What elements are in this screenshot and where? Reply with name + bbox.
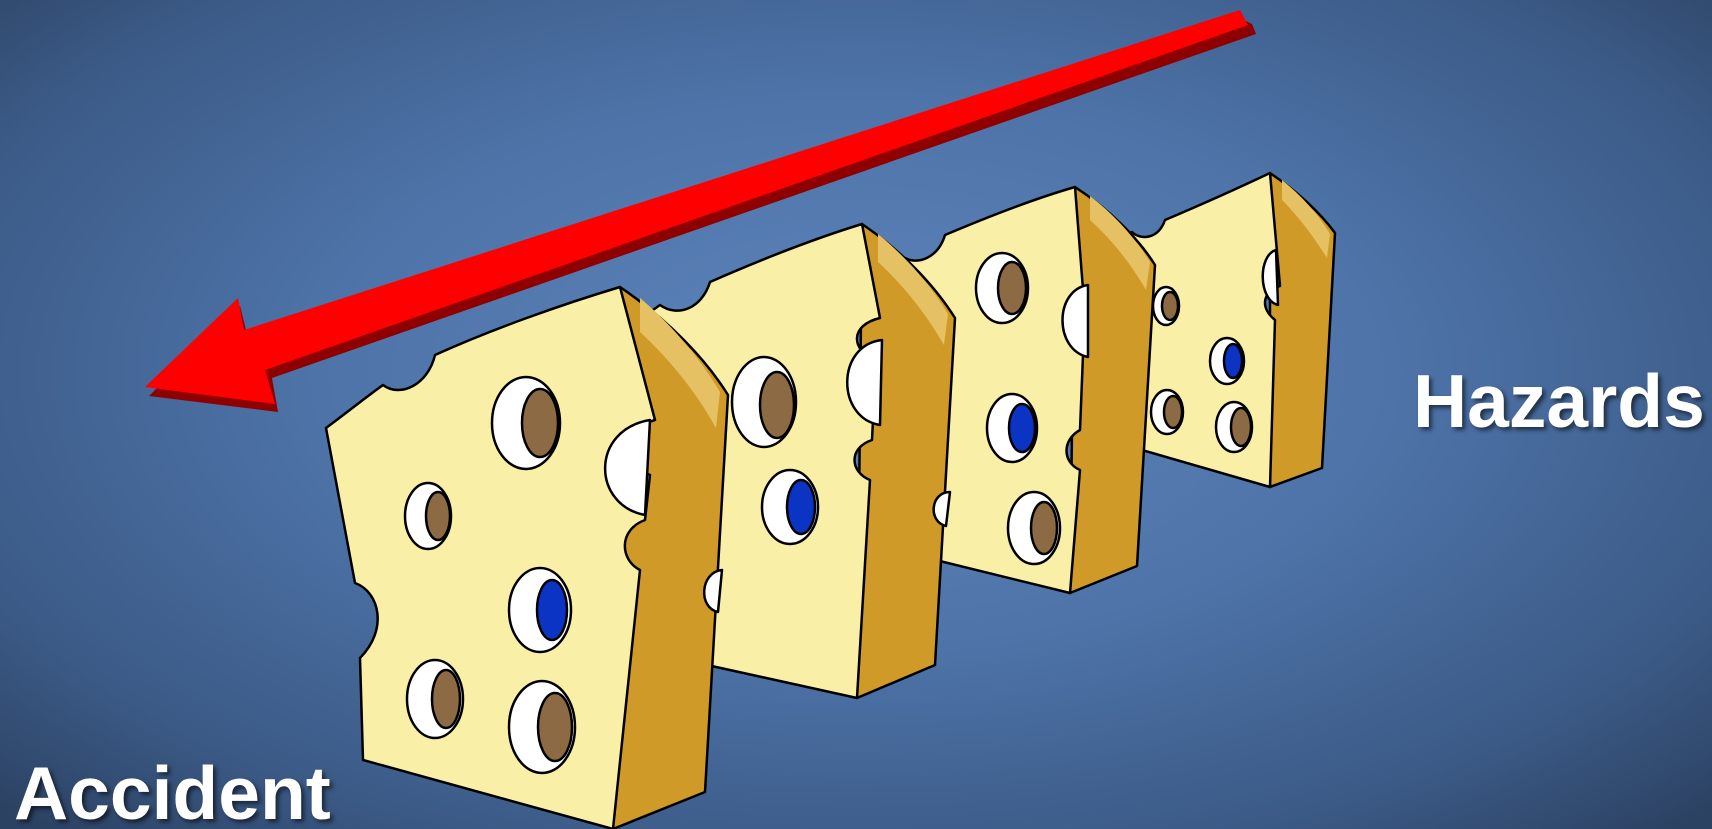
hole-blue: [1009, 404, 1035, 452]
hole-brown: [432, 670, 460, 728]
hole-brown: [522, 389, 558, 457]
hole-blue: [787, 480, 815, 534]
hole-brown: [1164, 396, 1182, 428]
hazards-label: Hazards: [1413, 364, 1705, 439]
hole-brown: [426, 492, 450, 540]
hole-blue: [537, 580, 567, 640]
hole-blue: [1224, 344, 1242, 378]
hole-brown: [1231, 408, 1251, 446]
hole-brown: [1162, 292, 1178, 320]
slice-1-face: [326, 287, 655, 829]
hole-brown: [760, 372, 794, 438]
hole-brown: [998, 262, 1026, 314]
cheese-slice-1: [326, 287, 728, 829]
accident-label: Accident: [14, 756, 331, 829]
hole-brown: [1031, 502, 1057, 554]
hole-brown: [538, 693, 572, 761]
